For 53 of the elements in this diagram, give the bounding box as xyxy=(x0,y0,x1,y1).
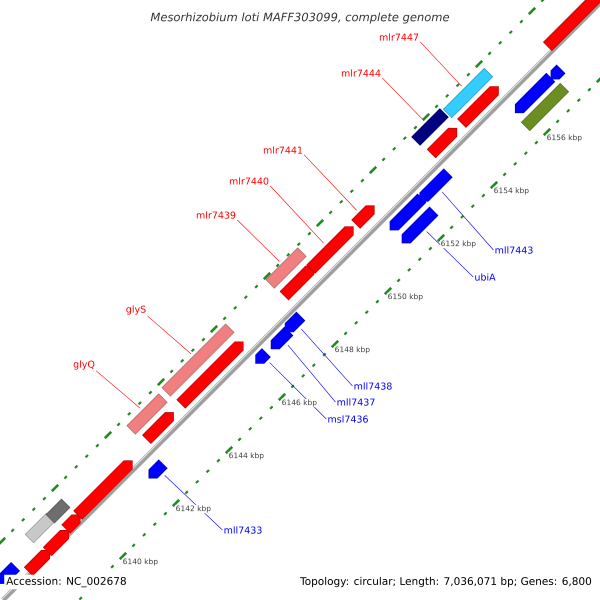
accession-text: Accession: NC_002678 xyxy=(4,574,129,590)
gene-label: mlr7444 xyxy=(342,69,380,77)
gene-feature xyxy=(306,226,354,274)
gene-label: mll7443 xyxy=(496,246,533,254)
leader-line xyxy=(304,154,357,211)
gene-feature xyxy=(514,72,556,114)
gene-label: mlr7447 xyxy=(380,33,418,41)
gene-feature xyxy=(24,512,56,544)
leader-line xyxy=(420,42,462,86)
gene-feature xyxy=(442,68,494,118)
gene-feature xyxy=(162,324,234,396)
gene-feature xyxy=(176,341,244,409)
gene-feature xyxy=(270,326,294,350)
leader-line xyxy=(236,220,280,262)
gene-feature xyxy=(426,128,458,158)
leader-line xyxy=(147,316,192,354)
gene-label: mlr7440 xyxy=(230,177,268,185)
leader-line xyxy=(382,78,424,121)
gene-feature xyxy=(61,514,80,534)
gene-feature xyxy=(280,266,314,300)
gene-label: mll7437 xyxy=(338,398,375,406)
gene-label: mlr7441 xyxy=(264,146,302,154)
gene-feature xyxy=(419,168,453,202)
gene-label: glyQ xyxy=(74,360,94,370)
gene-label: mll7438 xyxy=(354,382,392,390)
genome-info-text: Topology: circular; Length: 7,036,071 bp; Genes: 6,800 xyxy=(298,574,594,590)
gene-feature xyxy=(46,498,70,524)
gene-label: glyS xyxy=(126,305,146,315)
gene-feature xyxy=(148,459,168,478)
leader-line xyxy=(288,344,336,402)
title: Mesorhizobium loti MAFF303099, complete genome xyxy=(150,12,450,24)
gene-feature xyxy=(402,206,438,244)
gene-feature xyxy=(550,64,566,80)
gene-feature xyxy=(351,205,375,229)
gene-feature xyxy=(24,550,50,576)
gene-feature xyxy=(411,108,449,146)
gene-feature xyxy=(457,86,499,128)
leader-line xyxy=(300,328,353,386)
gene-label: ubiA xyxy=(475,273,496,281)
leader-line xyxy=(442,192,494,250)
gene-label: mll7433 xyxy=(224,526,262,534)
leader-line xyxy=(96,370,140,408)
gene-feature xyxy=(542,0,600,52)
leader-line xyxy=(270,186,324,244)
gene-feature xyxy=(390,194,426,230)
gene-label: mlr7439 xyxy=(196,211,236,219)
gene-feature xyxy=(284,312,306,332)
gene-label: msl7436 xyxy=(328,415,368,423)
gene-feature xyxy=(42,530,70,556)
leader-line xyxy=(426,231,474,278)
gene-feature xyxy=(255,348,271,364)
gene-feature xyxy=(142,412,174,444)
gene-feature xyxy=(73,460,133,520)
